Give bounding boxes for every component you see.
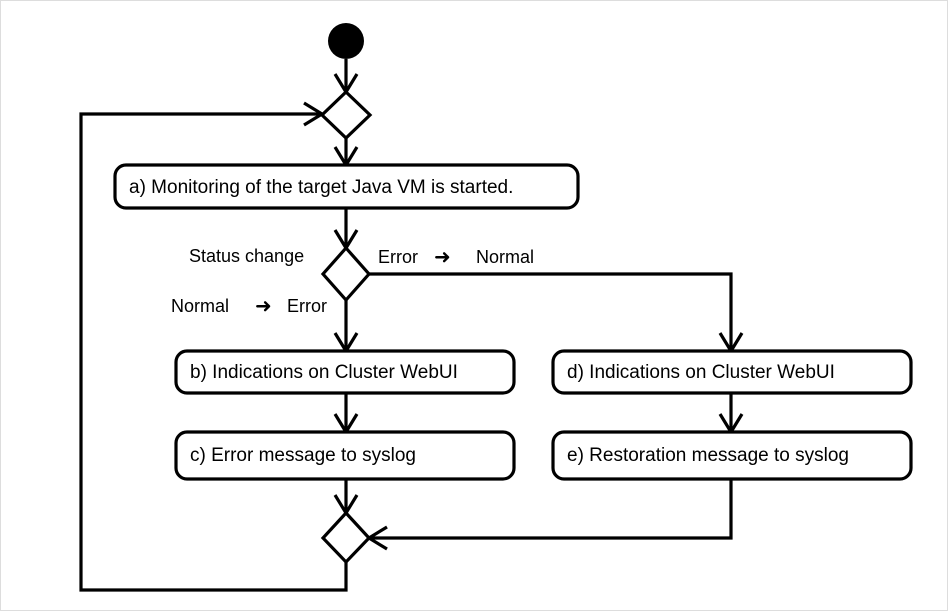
activity-d-label: d) Indications on Cluster WebUI [567,362,835,383]
branch-right-to-label: Normal [476,247,534,267]
decision-title-label: Status change [189,246,304,266]
activity-node-e[interactable]: e) Restoration message to syslog [551,430,913,481]
edge-activity-e-to-merge-bottom [365,479,733,551]
branch-left-to-label: Error [287,296,327,316]
activity-node-b[interactable]: b) Indications on Cluster WebUI [174,349,516,395]
branch-right-from-label: Error [378,247,418,267]
activity-b-label: b) Indications on Cluster WebUI [190,362,458,383]
activity-c-box[interactable] [174,430,516,481]
activity-d-box[interactable] [551,349,913,395]
arrow-left-branch-glyph-icon: ➜ [255,294,272,318]
activity-e-label: e) Restoration message to syslog [567,445,849,466]
merge-diamond-top[interactable] [319,89,373,141]
edge-decision-to-activity-b [333,300,359,355]
decision-diamond-status-change[interactable] [320,245,372,303]
activity-e-box[interactable] [551,430,913,481]
start-node[interactable] [328,23,364,59]
activity-b-box[interactable] [174,349,516,395]
edge-merge-top-to-activity-a [333,138,359,169]
edge-decision-to-activity-d [369,272,744,355]
edge-activity-d-to-activity-e [718,393,744,436]
branch-label-normal-to-error: Normal ➜ Error [171,294,327,318]
activity-node-a[interactable]: a) Monitoring of the target Java VM is s… [113,163,580,210]
arrow-right-glyph-icon: ➜ [434,245,451,269]
edge-activity-c-to-merge-bottom [333,479,359,517]
activity-a-box[interactable] [113,163,580,210]
edge-activity-b-to-activity-c [333,393,359,436]
activity-node-c[interactable]: c) Error message to syslog [174,430,516,481]
branch-left-from-label: Normal [171,296,229,316]
edge-activity-a-to-decision [333,208,359,252]
edge-start-to-merge-top [333,59,359,96]
merge-diamond-bottom[interactable] [320,510,372,565]
activity-c-label: c) Error message to syslog [190,445,416,466]
activity-node-d[interactable]: d) Indications on Cluster WebUI [551,349,913,395]
activity-a-label: a) Monitoring of the target Java VM is s… [129,177,513,198]
branch-label-error-to-normal: Error ➜ Normal [378,245,534,269]
